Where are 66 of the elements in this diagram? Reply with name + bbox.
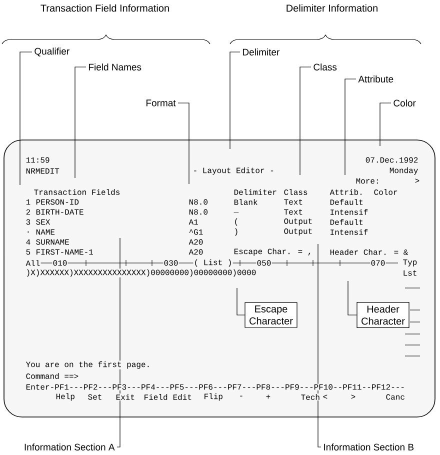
brace-label: Transaction Field Information — [40, 4, 169, 12]
screen-text: ( — [233, 218, 240, 226]
screen-text: Help — [55, 392, 76, 402]
screen-text: FIRST-NAME-1 — [35, 248, 94, 256]
screen-text: Lst — [402, 270, 418, 276]
callout-label: Delimiter — [242, 48, 280, 56]
callout-label: Class — [314, 64, 337, 70]
screen-text: A20 — [188, 238, 204, 246]
leader-line — [236, 288, 245, 316]
brace-label: Delimiter Information — [286, 4, 378, 12]
leader-line — [178, 102, 190, 184]
callout-label: Information Section A — [24, 444, 115, 450]
leader-line — [380, 102, 392, 146]
screen-text: 070 — [370, 260, 386, 266]
screen-text: ) — [233, 228, 240, 236]
callout-label: Information Section B — [324, 444, 414, 450]
screen-text: SURNAME — [35, 238, 70, 246]
callout-box: Escape Character — [244, 302, 298, 328]
screen-text: SEX — [35, 218, 51, 226]
screen-text: All — [25, 260, 41, 266]
screen-text: 3 — [25, 218, 32, 226]
leader-line — [348, 280, 357, 316]
screen-text: ^G1 — [188, 228, 204, 236]
screen-text: Flip — [203, 392, 224, 402]
screen-text: 2 — [25, 208, 32, 216]
screen-text: A20 — [188, 248, 204, 256]
callout-label: Attribute — [358, 76, 394, 82]
leader-line — [344, 78, 356, 176]
screen-text: < — [322, 394, 328, 400]
screen-text: _ — [233, 210, 240, 214]
leader-line — [20, 52, 32, 186]
callout-label: Field Names — [88, 64, 142, 70]
callout-label: Qualifier — [34, 48, 70, 56]
screen-text: Set — [87, 394, 103, 400]
screen-text: You are on the first page. — [25, 360, 152, 370]
leader-line — [318, 244, 322, 448]
leader-line — [74, 66, 86, 178]
screen-text: N8.0 — [188, 208, 209, 216]
leader-line — [300, 66, 312, 176]
screen-text: 010 — [52, 260, 68, 266]
screen-text: More: — [355, 178, 380, 184]
screen-text: Text — [283, 208, 304, 216]
screen-text: - — [238, 395, 244, 399]
screen-text: ( List ) — [193, 258, 233, 268]
screen-text: Escape Char. = , — [233, 248, 313, 256]
screen-text: N8.0 — [188, 198, 209, 206]
screen-text: 5 — [25, 248, 32, 256]
screen-text: > — [350, 394, 356, 400]
leader-line — [230, 52, 240, 150]
screen-text: Canc — [385, 394, 406, 400]
screen-text: 11:59 — [25, 156, 50, 164]
callout-label: Color — [394, 100, 416, 106]
screen-text: Enter-PF1---PF2---PF3---PF4---PF5---PF6---PF7---PF8---PF9---PF10--PF11--PF12--- — [25, 384, 406, 390]
screen-text: Monday — [388, 166, 419, 176]
screen-text: - Layout Editor - — [192, 166, 276, 176]
leader-line — [116, 238, 120, 448]
screen-text: . — [25, 230, 32, 234]
callout-box: Header Character — [356, 302, 410, 328]
screen-text: 07.Dec.1992 — [364, 156, 419, 164]
screen-text: + — [265, 394, 272, 400]
screen-text: 030 — [163, 260, 179, 266]
screen-text: PERSON-ID — [35, 198, 80, 206]
screen-text: 050 — [256, 260, 272, 266]
screen-text: > — [414, 178, 420, 184]
screen-text: Text — [283, 198, 304, 206]
callout-label: Format — [146, 100, 176, 106]
